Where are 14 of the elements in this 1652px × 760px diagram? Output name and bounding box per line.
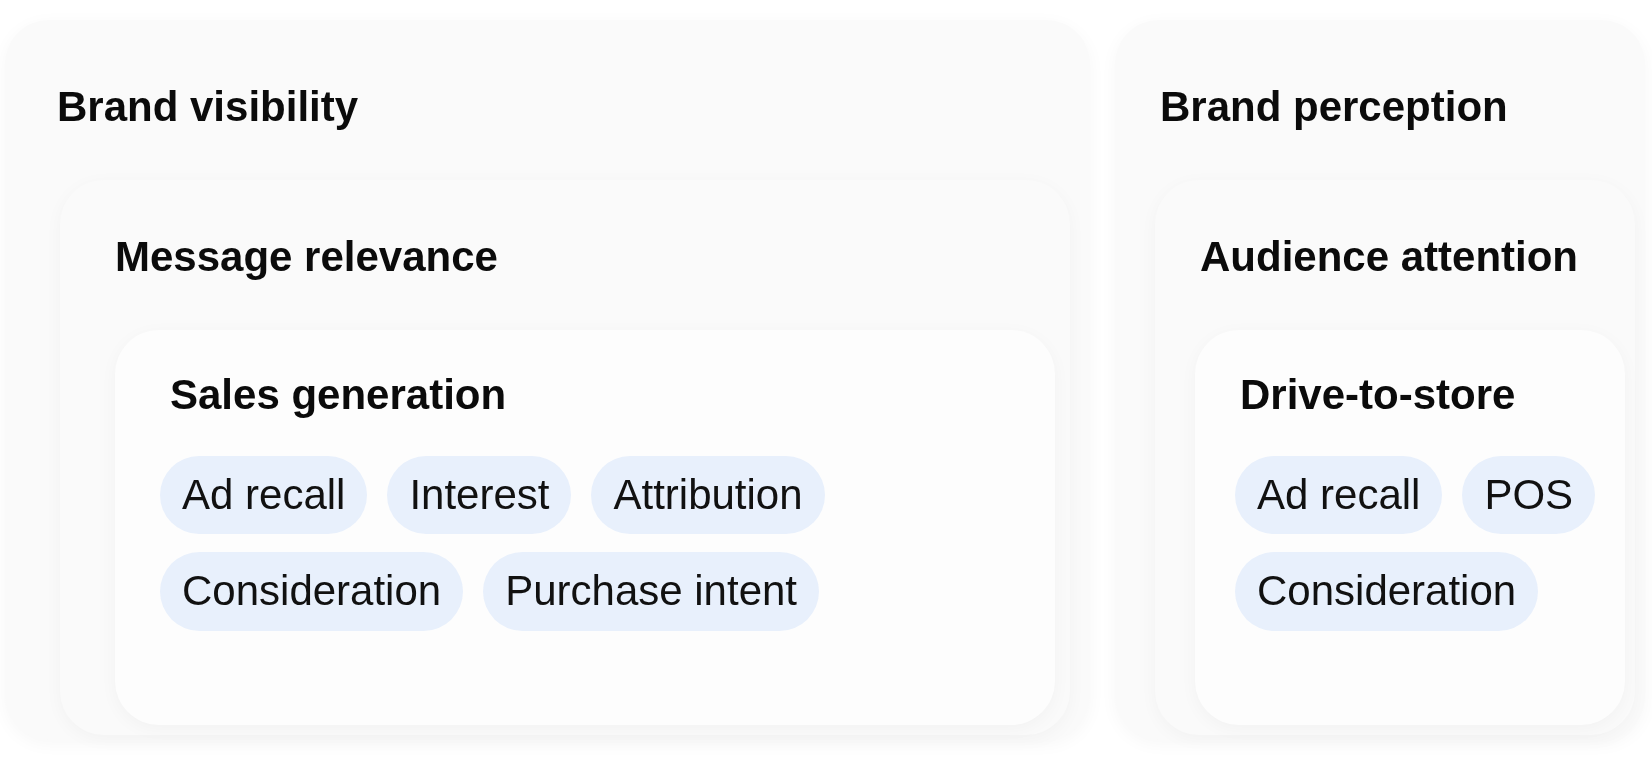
metric-tag: Attribution: [591, 456, 825, 535]
metric-tag: Purchase intent: [483, 552, 820, 631]
card-title: Sales generation: [170, 370, 507, 420]
metric-tag: Consideration: [1235, 552, 1539, 631]
card-title: Drive-to-store: [1240, 370, 1516, 420]
metric-tag: Consideration: [160, 552, 464, 631]
card-title: Brand visibility: [57, 82, 359, 132]
card-title: Audience attention: [1200, 232, 1579, 282]
metric-tag: Ad recall: [160, 456, 368, 535]
metric-tag: POS: [1462, 456, 1596, 535]
metric-tag: Interest: [387, 456, 572, 535]
card-title: Message relevance: [115, 232, 498, 282]
card-title: Brand perception: [1160, 82, 1508, 132]
metric-tag: Ad recall: [1235, 456, 1443, 535]
